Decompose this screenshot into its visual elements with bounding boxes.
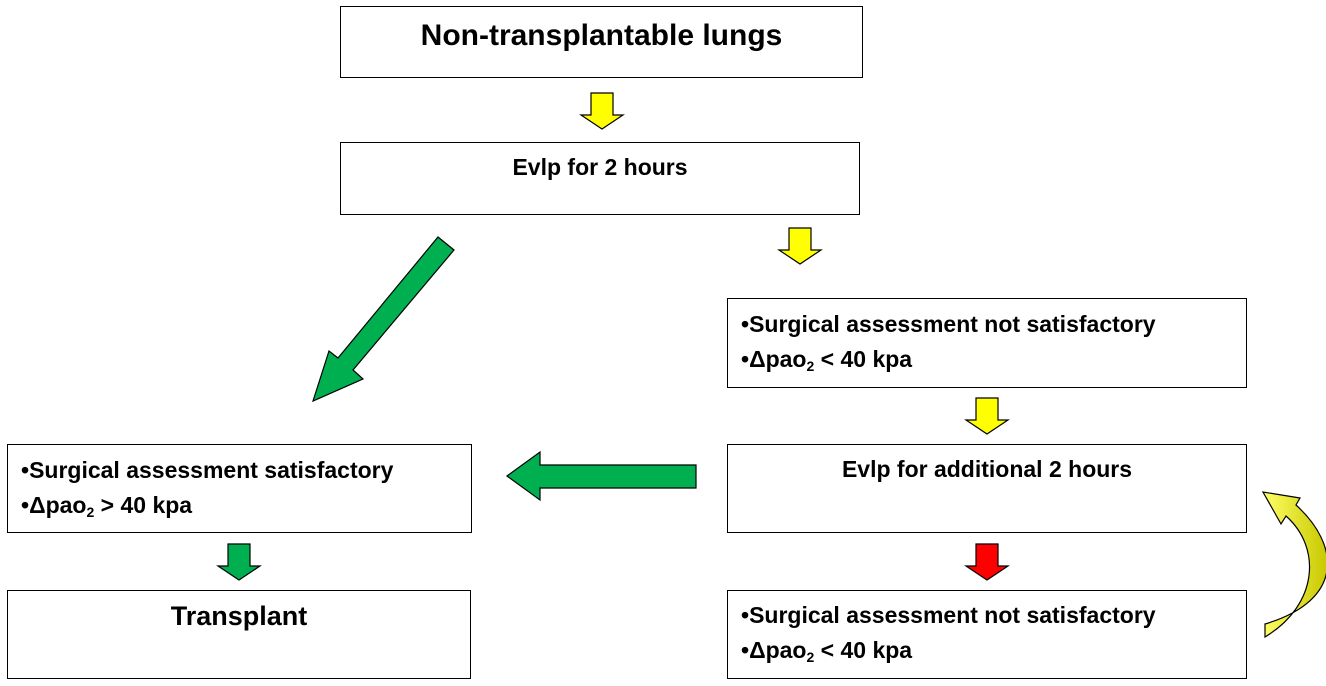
node-non-transplantable-lungs: Non-transplantable lungs: [340, 6, 863, 78]
arrow-not-satisfactory-to-evlp-additional: [964, 397, 1010, 435]
node-label: Transplant: [170, 601, 308, 631]
node-label: Non-transplantable lungs: [420, 19, 783, 52]
node-not-satisfactory-1: •Surgical assessment not satisfactory •Δ…: [727, 298, 1247, 388]
arrow-evlp-additional-to-satisfactory: [505, 450, 697, 502]
node-label: Evlp for 2 hours: [512, 154, 688, 180]
arrow-start-to-evlp: [579, 92, 625, 130]
criteria-assessment: •Surgical assessment satisfactory: [21, 457, 394, 483]
arrow-evlp-additional-to-not-satisfactory: [964, 543, 1010, 581]
arrow-evlp-to-satisfactory: [312, 236, 455, 403]
criteria-pao2: •Δpao2 < 40 kpa: [741, 637, 913, 665]
criteria-pao2: •Δpao2 > 40 kpa: [21, 492, 193, 520]
node-label: Evlp for additional 2 hours: [841, 456, 1133, 482]
criteria-assessment: •Surgical assessment not satisfactory: [741, 311, 1156, 337]
arrow-satisfactory-to-transplant: [216, 543, 262, 581]
arrow-evlp-to-not-satisfactory: [777, 227, 823, 265]
node-satisfactory: •Surgical assessment satisfactory •Δpao2…: [7, 444, 472, 533]
node-evlp-additional-2-hours: Evlp for additional 2 hours: [727, 444, 1247, 533]
criteria-pao2: •Δpao2 < 40 kpa: [741, 346, 913, 374]
node-evlp-2-hours: Evlp for 2 hours: [340, 142, 860, 215]
criteria-assessment: •Surgical assessment not satisfactory: [741, 602, 1156, 628]
node-transplant: Transplant: [7, 590, 471, 679]
arrow-loop-retry: [1261, 491, 1326, 639]
node-not-satisfactory-2: •Surgical assessment not satisfactory •Δ…: [727, 590, 1247, 679]
